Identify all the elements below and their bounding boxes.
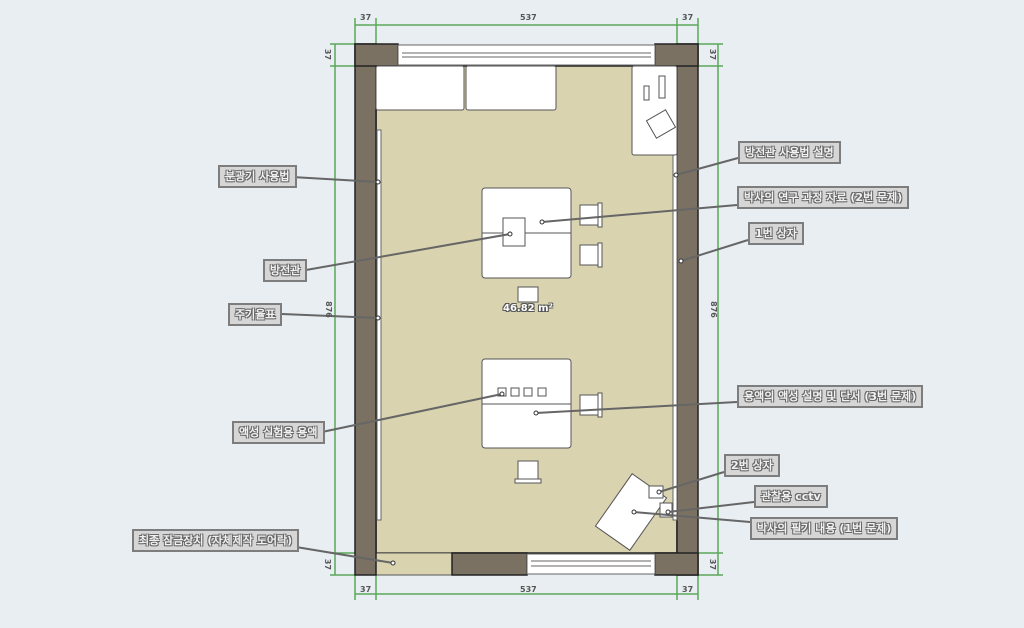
leader-endpoints <box>375 172 684 566</box>
dim-left-middle: 876 <box>323 301 333 318</box>
label-final-lock: 최종 잠금장치 (자체제작 도어락) <box>132 529 300 552</box>
label-discharge-tube: 방전관 <box>263 259 308 282</box>
dim-left-bottom: 37 <box>323 558 333 571</box>
dim-bottom-left: 37 <box>360 585 372 594</box>
label-handwritten-notes: 박사의 필기 내용 (1번 문제) <box>750 517 899 540</box>
room-area: 46.82 m² <box>503 303 553 314</box>
label-research-notes: 박사의 연구 과정 자료 (2번 문제) <box>737 186 910 209</box>
walls <box>354 43 699 576</box>
label-cctv: 관찰용 cctv <box>754 485 828 508</box>
door-area <box>375 552 453 576</box>
dimension-lines <box>330 18 723 600</box>
dim-left-top: 37 <box>323 48 333 61</box>
label-box-1: 1번 상자 <box>748 222 804 245</box>
label-discharge-tube-guide: 방전관 사용법 설명 <box>738 141 841 164</box>
dim-right-middle: 876 <box>708 301 718 318</box>
dim-right-bottom: 37 <box>708 558 718 571</box>
dim-bottom-right: 37 <box>682 585 694 594</box>
dim-bottom-middle: 537 <box>520 585 537 594</box>
dim-top-right: 37 <box>682 13 694 22</box>
label-box-2: 2번 상자 <box>724 454 780 477</box>
label-solution-clue: 용액의 액성 설명 및 단서 (3번 문제) <box>737 385 924 408</box>
furniture <box>375 65 678 551</box>
dim-top-left: 37 <box>360 13 372 22</box>
windows <box>376 44 678 575</box>
dim-top-middle: 537 <box>520 13 537 22</box>
label-test-solutions: 액성 실험용 용액 <box>232 421 325 444</box>
leader-lines <box>281 157 755 564</box>
dim-right-top: 37 <box>708 48 718 61</box>
label-spectroscope-usage: 분광기 사용법 <box>218 165 297 188</box>
label-periodic-table: 주기율표 <box>228 303 283 326</box>
